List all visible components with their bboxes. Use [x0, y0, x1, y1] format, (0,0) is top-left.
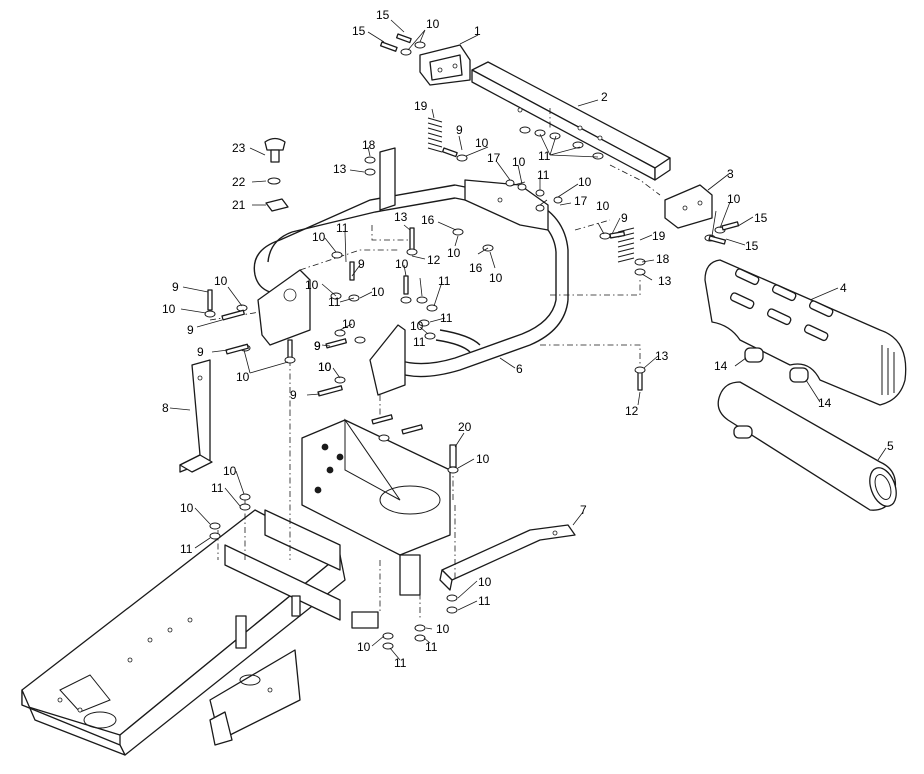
- callout-10: 10: [318, 360, 332, 374]
- callout-17: 17: [574, 194, 588, 208]
- callout-11: 11: [211, 481, 224, 495]
- part-4-heat-shield: [704, 259, 907, 406]
- callout-10: 10: [223, 464, 237, 478]
- callout-10: 10: [357, 640, 371, 654]
- part-2-cross-channel: [471, 61, 671, 181]
- callout-9: 9: [197, 345, 204, 359]
- callout-10: 10: [475, 136, 489, 150]
- callout-15: 15: [754, 211, 768, 225]
- callout-10: 10: [305, 278, 319, 292]
- callout-11: 11: [440, 311, 453, 325]
- callout-10: 10: [476, 452, 490, 466]
- part-5-muffler: [717, 381, 897, 511]
- callout-9: 9: [621, 211, 628, 225]
- callout-5: 5: [887, 439, 894, 453]
- callout-10: 10: [489, 271, 503, 285]
- callout-12: 12: [625, 404, 639, 418]
- part-6-tube-frame: [253, 147, 569, 396]
- callout-21: 21: [232, 198, 246, 212]
- callout-9: 9: [187, 323, 194, 337]
- callout-10: 10: [410, 319, 424, 333]
- callout-10: 10: [727, 192, 741, 206]
- callout-6: 6: [516, 362, 523, 376]
- callout-9: 9: [456, 123, 463, 137]
- callout-7: 7: [580, 503, 587, 517]
- callout-labels: 15 15 10 1 2 19 9 10 11 17 10 11 10 17 2…: [162, 8, 894, 670]
- callout-19: 19: [652, 229, 666, 243]
- part-21-plate: [265, 198, 289, 212]
- main-chassis-frame: [21, 509, 421, 756]
- callout-11: 11: [394, 656, 407, 670]
- callout-2: 2: [601, 90, 608, 104]
- callout-8: 8: [162, 401, 169, 415]
- callout-11: 11: [180, 542, 193, 556]
- assembly-center-lines: [209, 108, 661, 620]
- engine-mount-plate: [301, 418, 451, 556]
- callout-10: 10: [578, 175, 592, 189]
- callout-13: 13: [655, 349, 669, 363]
- callout-18: 18: [656, 252, 670, 266]
- callout-17: 17: [487, 151, 501, 165]
- callout-10: 10: [342, 317, 356, 331]
- callout-10: 10: [512, 155, 526, 169]
- callout-14: 14: [714, 359, 728, 373]
- callout-10: 10: [395, 257, 409, 271]
- callout-9: 9: [314, 339, 321, 353]
- callout-12: 12: [427, 253, 441, 267]
- callout-15: 15: [745, 239, 759, 253]
- part-23-latch: [264, 137, 286, 163]
- callout-11: 11: [537, 168, 550, 182]
- callout-13: 13: [394, 210, 408, 224]
- callout-15: 15: [352, 24, 366, 38]
- callout-4: 4: [840, 281, 847, 295]
- callout-10: 10: [236, 370, 250, 384]
- callout-23: 23: [232, 141, 246, 155]
- part-22-washer: [267, 177, 281, 185]
- callout-9: 9: [314, 339, 321, 353]
- callout-11: 11: [425, 640, 438, 654]
- callout-10: 10: [436, 622, 450, 636]
- callout-10: 10: [180, 501, 194, 515]
- callout-13: 13: [333, 162, 347, 176]
- part-19-springs: [427, 117, 635, 263]
- callout-11: 11: [538, 149, 551, 163]
- callout-3: 3: [727, 167, 734, 181]
- callout-10: 10: [162, 302, 176, 316]
- callout-18: 18: [362, 138, 376, 152]
- callout-16: 16: [421, 213, 435, 227]
- callout-11: 11: [413, 335, 426, 349]
- callout-10: 10: [596, 199, 610, 213]
- callout-9: 9: [290, 388, 297, 402]
- part-8-support-bracket: [179, 359, 213, 473]
- part-14-clamps: [744, 347, 809, 383]
- callout-9: 9: [358, 257, 365, 271]
- callout-9: 9: [172, 280, 179, 294]
- callout-14: 14: [818, 396, 832, 410]
- callout-11: 11: [478, 594, 491, 608]
- fasteners: [204, 33, 740, 650]
- callout-10: 10: [312, 230, 326, 244]
- callout-16: 16: [469, 261, 483, 275]
- callout-15: 15: [376, 8, 390, 22]
- callout-10: 10: [318, 360, 332, 374]
- callout-10: 10: [447, 246, 461, 260]
- callout-11: 11: [328, 295, 341, 309]
- part-1-bracket: [419, 44, 471, 86]
- part-3-bracket: [664, 184, 713, 229]
- leader-lines: [169, 19, 887, 661]
- part-7-bracket-arm: [439, 524, 576, 591]
- callout-20: 20: [458, 420, 472, 434]
- callout-10: 10: [371, 285, 385, 299]
- callout-10: 10: [478, 575, 492, 589]
- callout-11: 11: [438, 274, 451, 288]
- callout-10: 10: [214, 274, 228, 288]
- callout-1: 1: [474, 24, 481, 38]
- callout-22: 22: [232, 175, 246, 189]
- callout-11: 11: [336, 221, 349, 235]
- callout-19: 19: [414, 99, 428, 113]
- callout-13: 13: [658, 274, 672, 288]
- callout-10: 10: [426, 17, 440, 31]
